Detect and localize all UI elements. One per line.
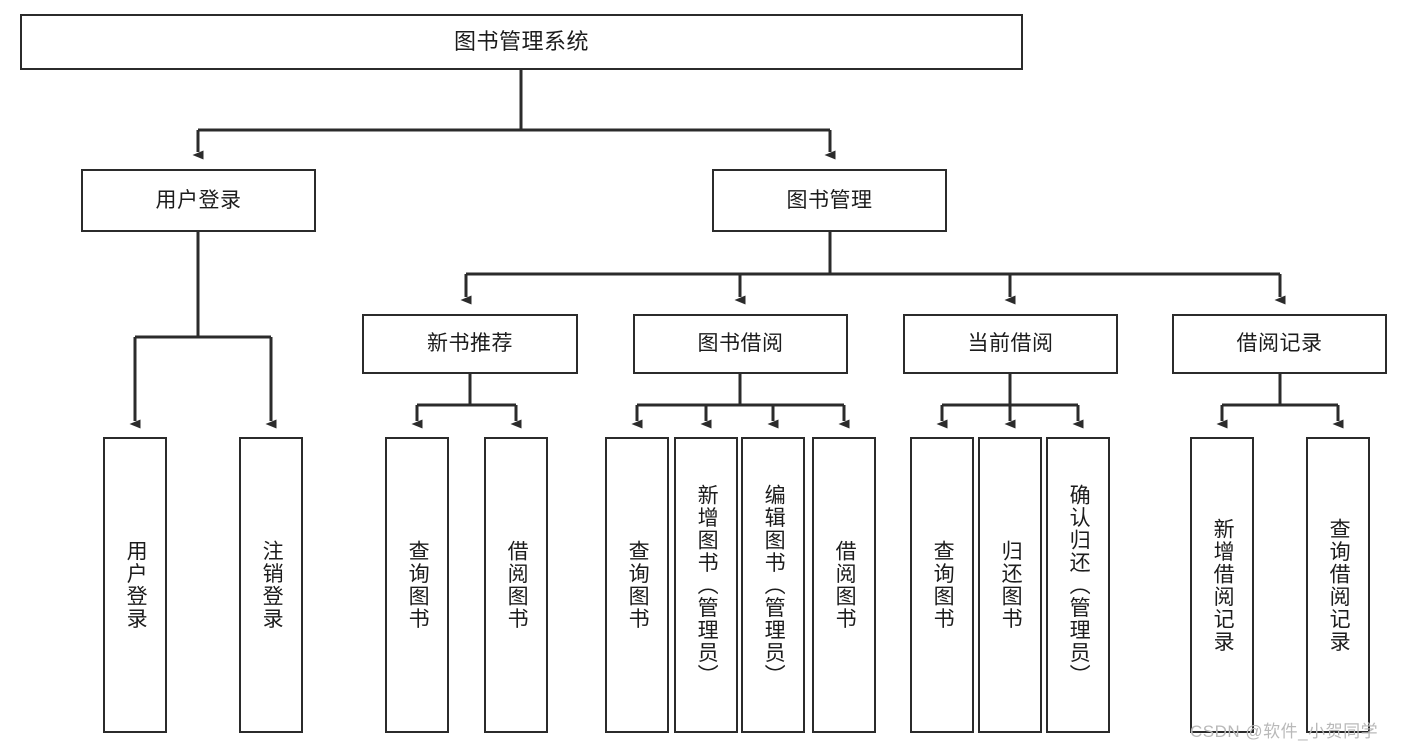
node-user-login-label: 用户登录 [155,188,242,212]
leaf-borrow-records-query-record[interactable]: 查询借阅记录 [1306,437,1370,733]
leaf-user-login-logout-label: 注销登录 [260,540,284,630]
node-root-system-label: 图书管理系统 [453,28,589,54]
csdn-watermark: CSDN @软件_小贺同学 [1190,717,1378,742]
node-root-system[interactable]: 图书管理系统 [20,14,1023,70]
csdn-watermark-text: CSDN @软件_小贺同学 [1190,722,1379,741]
leaf-user-login-logout[interactable]: 注销登录 [239,437,303,733]
leaf-user-login-login[interactable]: 用户登录 [103,437,167,733]
leaf-current-borrow-query-book-label: 查询图书 [931,540,955,630]
node-book-management[interactable]: 图书管理 [712,169,947,232]
leaf-book-borrow-edit-book-label: 编辑图书（管理员） [762,483,786,687]
leaf-borrow-records-add-record-label: 新增借阅记录 [1211,517,1235,653]
leaf-borrow-records-add-record[interactable]: 新增借阅记录 [1190,437,1254,733]
leaf-book-borrow-edit-book[interactable]: 编辑图书（管理员） [741,437,805,733]
node-current-borrow-label: 当前借阅 [967,332,1054,356]
leaf-new-book-query-book[interactable]: 查询图书 [385,437,449,733]
leaf-book-borrow-add-book-label: 新增图书（管理员） [695,483,719,687]
leaf-current-borrow-confirm-return[interactable]: 确认归还（管理员） [1046,437,1110,733]
node-new-book-recommend[interactable]: 新书推荐 [362,314,578,374]
node-borrow-records[interactable]: 借阅记录 [1172,314,1387,374]
leaf-book-borrow-query-book-label: 查询图书 [626,540,650,630]
node-book-management-label: 图书管理 [786,188,873,212]
node-user-login[interactable]: 用户登录 [81,169,316,232]
leaf-current-borrow-return-book-label: 归还图书 [999,540,1023,630]
leaf-current-borrow-confirm-return-label: 确认归还（管理员） [1067,483,1091,687]
node-borrow-records-label: 借阅记录 [1236,332,1323,356]
leaf-new-book-query-book-label: 查询图书 [406,540,430,630]
leaf-new-book-borrow-book-label: 借阅图书 [505,540,529,630]
leaf-book-borrow-query-book[interactable]: 查询图书 [605,437,669,733]
leaf-book-borrow-borrow-book-label: 借阅图书 [833,540,857,630]
leaf-current-borrow-return-book[interactable]: 归还图书 [978,437,1042,733]
leaf-new-book-borrow-book[interactable]: 借阅图书 [484,437,548,733]
node-book-borrow[interactable]: 图书借阅 [633,314,848,374]
node-book-borrow-label: 图书借阅 [697,332,784,356]
leaf-borrow-records-query-record-label: 查询借阅记录 [1327,517,1351,653]
leaf-user-login-login-label: 用户登录 [124,540,148,630]
leaf-book-borrow-borrow-book[interactable]: 借阅图书 [812,437,876,733]
leaf-book-borrow-add-book[interactable]: 新增图书（管理员） [674,437,738,733]
node-new-book-recommend-label: 新书推荐 [427,332,513,356]
leaf-current-borrow-query-book[interactable]: 查询图书 [910,437,974,733]
node-current-borrow[interactable]: 当前借阅 [903,314,1118,374]
